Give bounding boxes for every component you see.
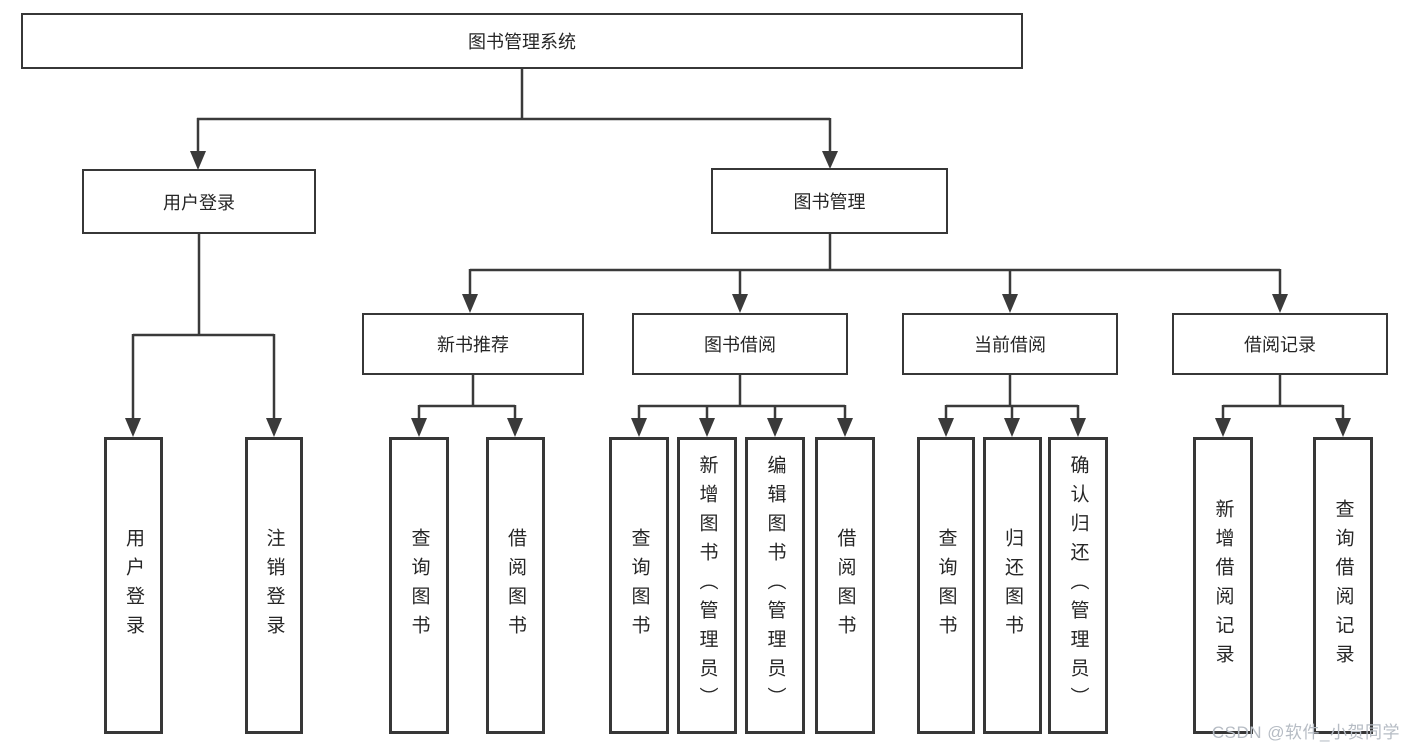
node-label: 当前借阅 <box>974 335 1046 355</box>
arrowhead-icon <box>411 418 427 437</box>
node-label: 图书管理系统 <box>468 32 576 52</box>
node-current-borrowing: 当前借阅 <box>902 313 1118 375</box>
arrowhead-icon <box>631 418 647 437</box>
leaf-borrowing-query-books: 查询图书 <box>609 437 669 734</box>
arrowhead-icon <box>1004 418 1020 437</box>
arrowhead-icon <box>1215 418 1231 437</box>
connector-root <box>196 69 832 153</box>
arrowhead-icon <box>837 418 853 437</box>
arrowhead-icon <box>938 418 954 437</box>
leaf-borrowing-add-books-admin: 新增图书（管理员） <box>677 437 737 734</box>
leaf-reco-query-books: 查询图书 <box>389 437 449 734</box>
csdn-watermark: CSDN @软件_小贺同学 <box>1211 723 1400 742</box>
leaf-label: 新增借阅记录 <box>1212 498 1234 673</box>
connector-user-login <box>131 234 276 421</box>
leaf-current-return-books: 归还图书 <box>983 437 1042 734</box>
arrowhead-icon <box>699 418 715 437</box>
node-new-book-recommendation: 新书推荐 <box>362 313 584 375</box>
leaf-label: 查询借阅记录 <box>1332 498 1354 673</box>
leaf-borrowing-edit-books-admin: 编辑图书（管理员） <box>745 437 805 734</box>
leaf-records-query-borrow-record: 查询借阅记录 <box>1313 437 1373 734</box>
leaf-user-login: 用户登录 <box>104 437 163 734</box>
leaf-borrowing-borrow-books: 借阅图书 <box>815 437 875 734</box>
leaf-reco-borrow-books: 借阅图书 <box>486 437 545 734</box>
connector-new-book-recommendation <box>417 375 517 421</box>
node-book-management: 图书管理 <box>711 168 948 234</box>
arrowhead-icon <box>822 151 838 169</box>
leaf-current-confirm-return-admin: 确认归还（管理员） <box>1048 437 1108 734</box>
node-label: 图书管理 <box>793 192 866 212</box>
leaf-label: 新增图书（管理员） <box>696 455 718 716</box>
leaf-label: 查询图书 <box>628 527 650 644</box>
leaf-label: 借阅图书 <box>505 527 526 644</box>
arrowhead-icon <box>266 418 282 437</box>
node-borrowing-records: 借阅记录 <box>1172 313 1388 375</box>
connector-book-management <box>468 234 1282 297</box>
node-label: 借阅记录 <box>1244 335 1316 355</box>
node-book-borrowing: 图书借阅 <box>632 313 848 375</box>
arrowhead-icon <box>1002 294 1018 313</box>
node-label: 用户登录 <box>163 192 235 213</box>
leaf-label: 查询图书 <box>408 527 430 644</box>
node-user-login: 用户登录 <box>82 169 316 234</box>
connector-current-borrowing <box>944 375 1080 421</box>
leaf-label: 查询图书 <box>935 527 957 644</box>
arrowhead-icon <box>1335 418 1351 437</box>
connector-paths <box>131 69 1345 421</box>
arrowhead-icon <box>125 418 141 437</box>
arrowhead-icon <box>507 418 523 437</box>
arrowhead-icon <box>190 151 206 170</box>
arrowhead-icon <box>1070 418 1086 437</box>
node-label: 新书推荐 <box>437 335 509 355</box>
leaf-label: 编辑图书（管理员） <box>764 455 786 716</box>
connector-borrowing-records <box>1221 375 1345 421</box>
leaf-records-add-borrow-record: 新增借阅记录 <box>1193 437 1253 734</box>
leaf-label: 归还图书 <box>1002 527 1023 644</box>
node-library-management-system: 图书管理系统 <box>21 13 1023 69</box>
leaf-label: 用户登录 <box>123 527 144 644</box>
leaf-current-query-books: 查询图书 <box>917 437 975 734</box>
leaf-label: 注销登录 <box>263 527 285 644</box>
arrowhead-icon <box>767 418 783 437</box>
arrowhead-icon <box>462 294 478 313</box>
connector-book-borrowing <box>637 375 847 421</box>
arrowhead-icon <box>1272 294 1288 313</box>
leaf-logout: 注销登录 <box>245 437 303 734</box>
arrowhead-icon <box>732 294 748 313</box>
arrowhead-icons <box>125 151 1351 437</box>
leaf-label: 借阅图书 <box>834 527 856 644</box>
node-label: 图书借阅 <box>704 335 776 355</box>
leaf-label: 确认归还（管理员） <box>1067 455 1089 716</box>
